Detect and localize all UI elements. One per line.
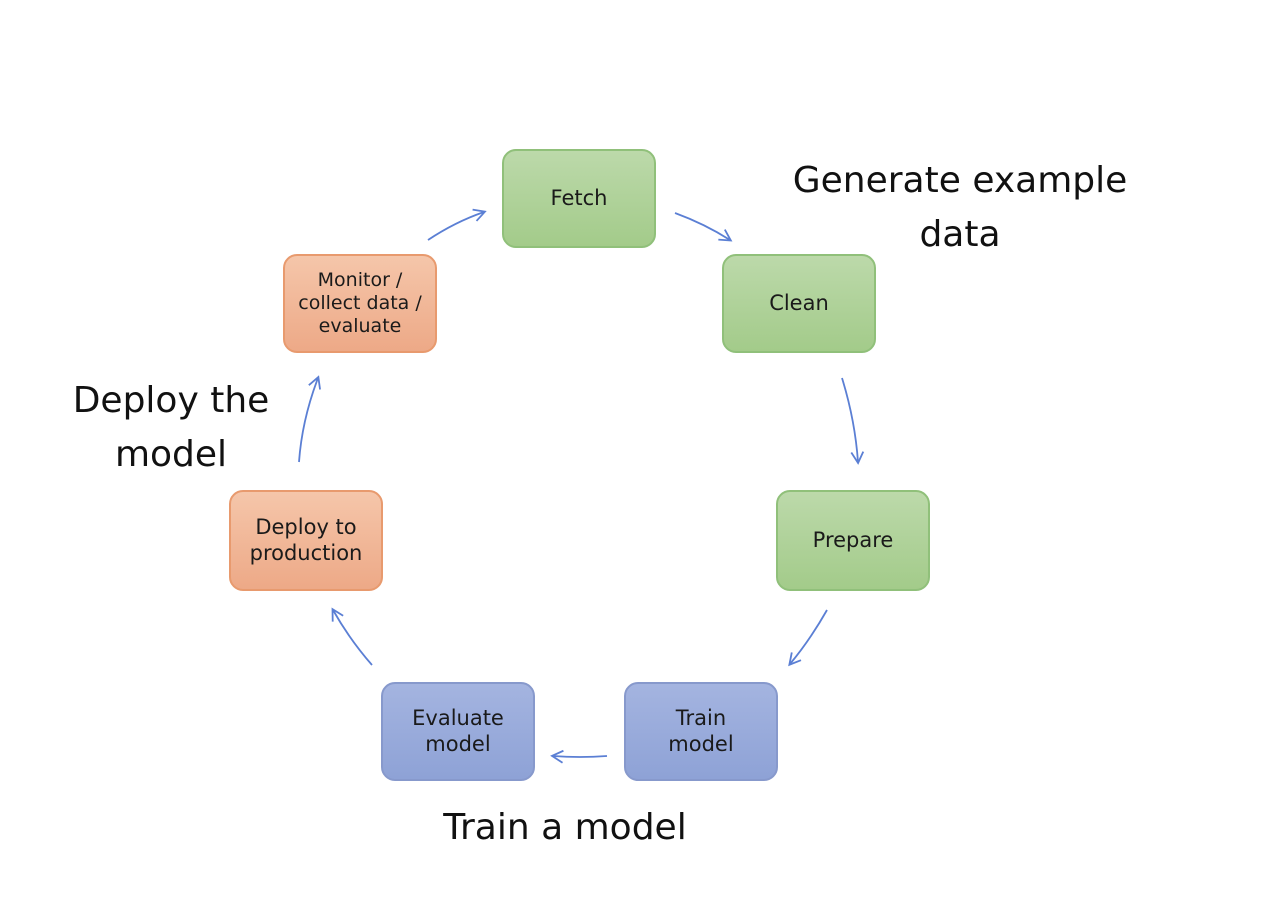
node-deploy-to-production: Deploy to production (229, 490, 383, 591)
arrow-train-to-evaluate (550, 749, 608, 764)
arrow-prepare-to-train (788, 609, 828, 667)
node-clean-label: Clean (769, 290, 829, 315)
arrow-monitor-to-fetch (427, 208, 487, 241)
node-fetch-label: Fetch (550, 185, 608, 210)
node-evaluate-model: Evaluate model (381, 682, 535, 781)
group-label-train-model: Train a model (443, 807, 687, 848)
node-prepare-label: Prepare (812, 527, 894, 552)
node-train-model: Train model (624, 682, 778, 781)
node-deploy-to-production-label: Deploy to production (249, 514, 363, 565)
node-train-model-label: Train model (668, 705, 734, 756)
node-clean: Clean (722, 254, 876, 353)
node-monitor: Monitor / collect data / evaluate (283, 254, 437, 353)
node-evaluate-model-label: Evaluate model (412, 705, 504, 756)
group-label-generate-data: Generate example data (792, 160, 1128, 255)
node-fetch: Fetch (502, 149, 656, 248)
node-monitor-label: Monitor / collect data / evaluate (298, 268, 422, 338)
arrow-clean-to-prepare (841, 377, 865, 465)
arrow-evaluate-to-deploy (331, 607, 373, 666)
node-prepare: Prepare (776, 490, 930, 591)
arrow-fetch-to-clean (674, 212, 733, 242)
group-label-deploy-model: Deploy the model (72, 380, 270, 475)
arrow-deploy-to-monitor (298, 375, 321, 463)
